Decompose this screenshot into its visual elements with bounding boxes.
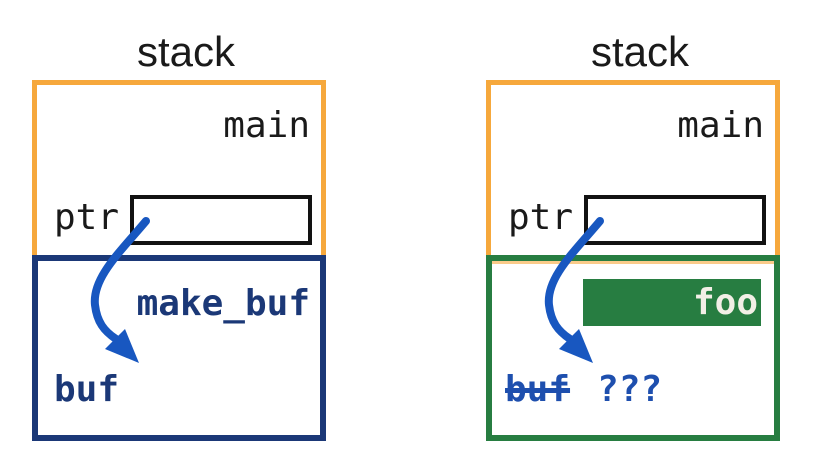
foo-frame-fill: foo (583, 279, 761, 326)
ptr-value-box (130, 195, 312, 245)
main-frame-label: main (223, 105, 310, 146)
stack-title: stack (590, 28, 690, 75)
ptr-label: ptr (54, 197, 120, 238)
make-buf-frame-label: make_buf (136, 283, 310, 324)
stack-title: stack (136, 28, 236, 75)
main-frame-label: main (677, 105, 764, 146)
freed-buf-label: buf (505, 369, 571, 410)
foo-stack-frame (486, 255, 780, 441)
freed-variable-row: buf??? (505, 372, 662, 408)
diagram-stack-before: stack main ptr make_buf buf (32, 0, 326, 472)
ptr-label: ptr (508, 197, 574, 238)
old-frame-boundary-sliver (492, 261, 774, 264)
ptr-value-box (584, 195, 766, 245)
buf-variable-label: buf (54, 369, 120, 410)
make-buf-stack-frame (32, 255, 326, 441)
foo-frame-label: foo (692, 282, 758, 323)
unknown-value-label: ??? (597, 369, 663, 410)
diagram-stack-after: stack main ptr foo buf??? (486, 0, 780, 472)
